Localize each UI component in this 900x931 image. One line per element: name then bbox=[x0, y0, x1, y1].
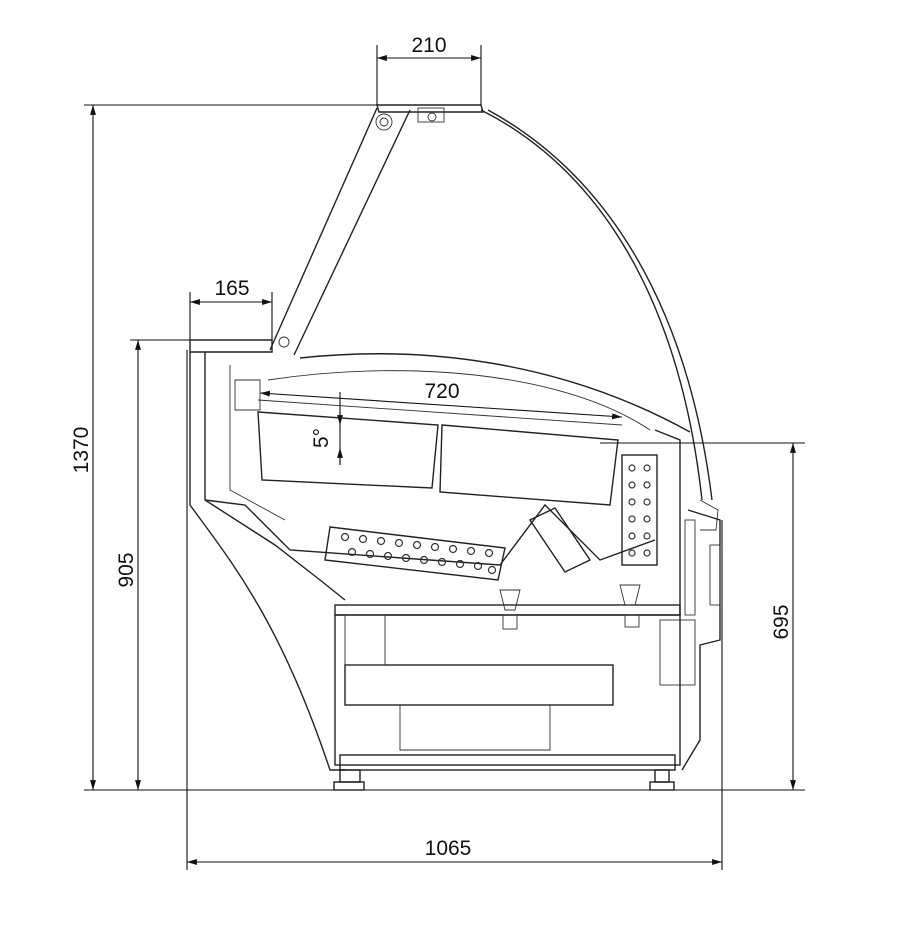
dimension-counter-height: 905 bbox=[115, 339, 192, 790]
dimension-tray-angle: 5° bbox=[310, 392, 343, 465]
dim-label-5deg: 5° bbox=[310, 428, 333, 448]
dimension-shelf-width: 165 bbox=[189, 277, 273, 340]
dimension-top-width: 210 bbox=[376, 34, 482, 105]
counter-outline bbox=[189, 104, 721, 791]
dim-label-165: 165 bbox=[214, 277, 249, 300]
dimension-total-height: 1370 bbox=[70, 104, 380, 790]
dim-label-210: 210 bbox=[411, 34, 446, 57]
dimension-tray-length: 720 bbox=[259, 380, 623, 420]
dim-label-1370: 1370 bbox=[70, 427, 93, 474]
perforation-holes bbox=[340, 532, 497, 575]
perforation-holes-vertical bbox=[628, 464, 651, 557]
dimension-total-depth: 1065 bbox=[186, 350, 723, 870]
dim-label-720: 720 bbox=[424, 380, 459, 403]
dim-label-1065: 1065 bbox=[425, 837, 472, 860]
dim-label-905: 905 bbox=[115, 552, 138, 587]
dimension-display-height: 695 bbox=[600, 442, 805, 790]
dim-label-695: 695 bbox=[770, 604, 793, 639]
